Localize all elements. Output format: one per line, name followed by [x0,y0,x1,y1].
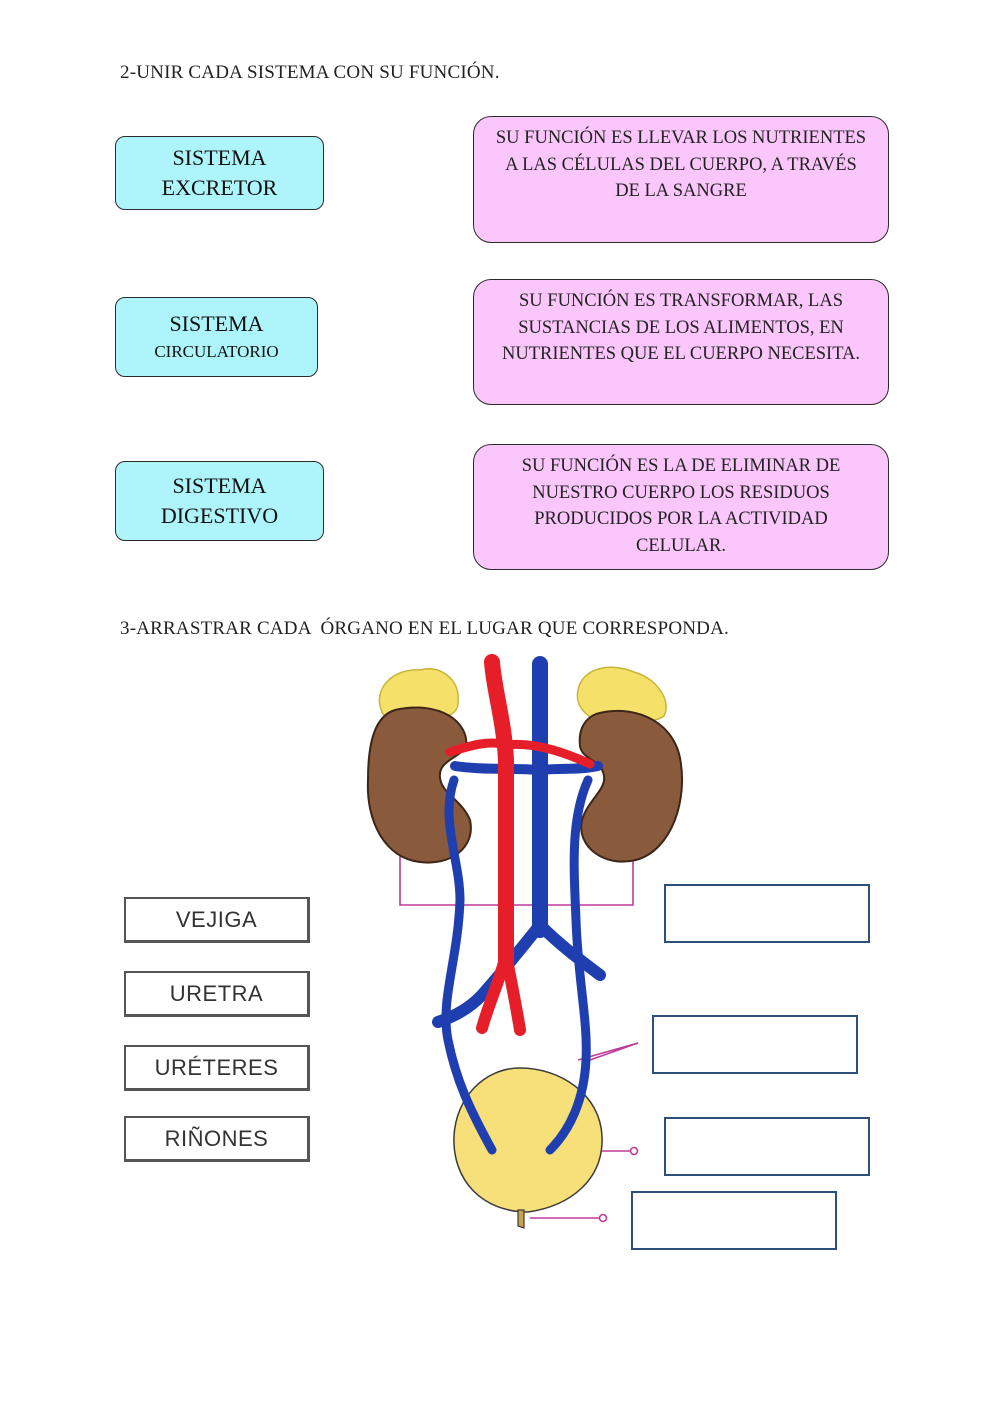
system-excretor-card[interactable]: SISTEMA EXCRETOR [115,136,324,210]
aorta [484,654,514,968]
left-ureter [441,775,497,1155]
right-ureter [545,775,593,1155]
urethra [517,1209,525,1229]
bladder [453,1067,603,1213]
drop-target-ureters[interactable] [652,1015,858,1074]
function-card-3[interactable]: SU FUNCIÓN ES LA DE ELIMINAR DE NUESTRO … [473,444,889,570]
drop-target-kidneys[interactable] [664,884,870,943]
organ-label-uretra[interactable]: URETRA [124,971,310,1017]
kidney-pointer-bracket [399,845,634,906]
left-iliac-vein [432,919,546,1028]
system-circulatorio-card[interactable]: SISTEMA CIRCULATORIO [115,297,318,377]
urethra-pointer-dot [598,1213,608,1223]
organ-label-ureteres[interactable]: URÉTERES [124,1045,310,1091]
function-card-text: SU FUNCIÓN ES LLEVAR LOS NUTRIENTES A LA… [495,128,867,201]
right-kidney [578,709,684,863]
system-card-line2: CIRCULATORIO [154,342,279,361]
veins [432,656,606,1155]
organ-label-rinones[interactable]: RIÑONES [124,1116,310,1162]
system-card-line1: SISTEMA [172,473,267,498]
ureter-pointer-line [577,1042,639,1061]
right-renal-artery [501,739,595,769]
system-card-line2: EXCRETOR [161,175,278,200]
organ-label-vejiga[interactable]: VEJIGA [124,897,310,943]
function-card-1[interactable]: SU FUNCIÓN ES LLEVAR LOS NUTRIENTES A LA… [473,116,889,243]
pointer-lines [399,845,639,1223]
bladder-pointer-dot [629,1146,639,1156]
system-card-line1: SISTEMA [172,145,267,170]
function-card-text: SU FUNCIÓN ES LA DE ELIMINAR DE NUESTRO … [521,456,841,556]
function-card-2[interactable]: SU FUNCIÓN ES TRANSFORMAR, LAS SUSTANCIA… [473,279,889,405]
drop-target-bladder[interactable] [664,1117,870,1176]
system-card-line1: SISTEMA [169,311,264,336]
exercise-3-heading: 3-ARRASTRAR CADA ÓRGANO EN EL LUGAR QUE … [120,618,729,639]
system-card-line2: DIGESTIVO [160,503,279,528]
system-digestivo-card[interactable]: SISTEMA DIGESTIVO [115,461,324,541]
left-renal-vein [450,761,545,775]
arteries [445,654,595,1036]
drop-target-urethra[interactable] [631,1191,837,1250]
right-iliac-artery [500,949,526,1036]
exercise-2-heading: 2-UNIR CADA SISTEMA CON SU FUNCIÓN. [120,62,500,83]
right-iliac-vein [534,919,606,981]
function-card-text: SU FUNCIÓN ES TRANSFORMAR, LAS SUSTANCIA… [501,291,861,364]
